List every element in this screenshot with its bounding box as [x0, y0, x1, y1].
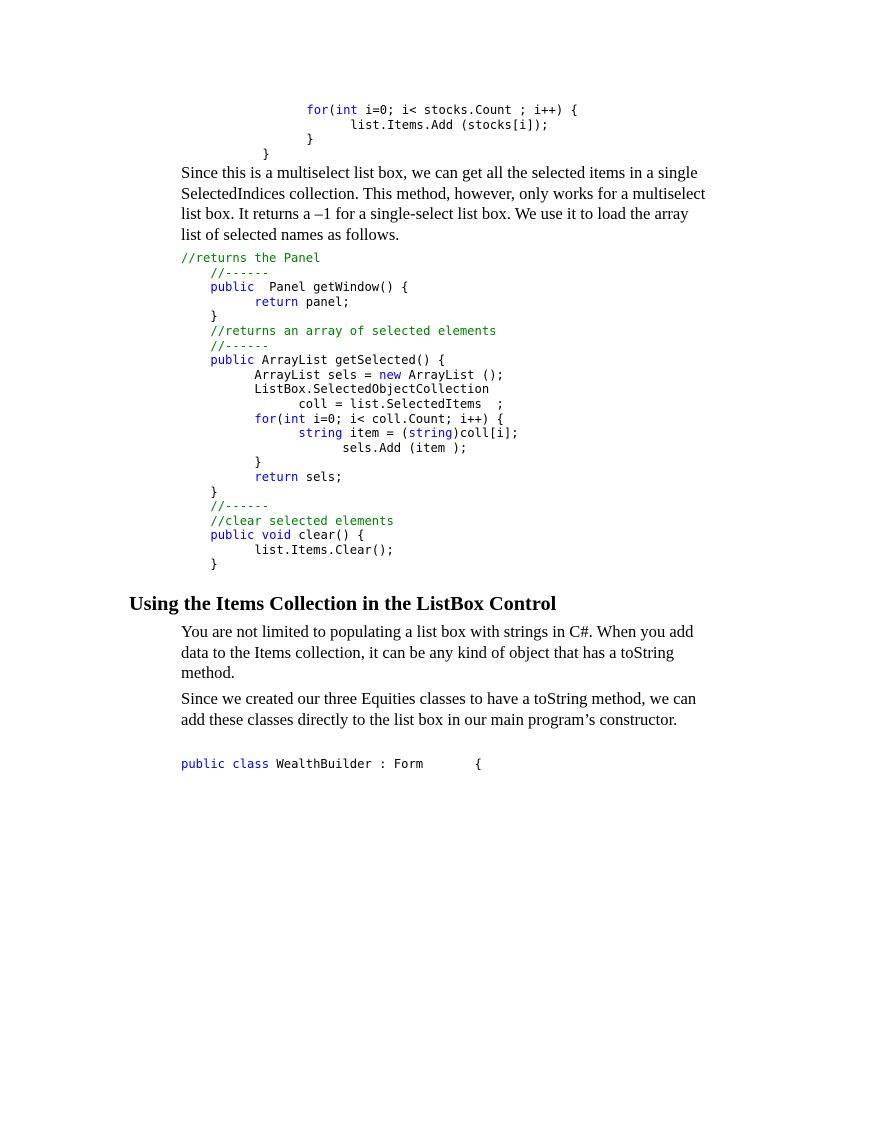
- code-block-class-declaration: public class WealthBuilder : Form {: [181, 757, 482, 772]
- code-text: [181, 499, 210, 513]
- code-text: Panel getWindow() {: [254, 280, 409, 295]
- code-line: list.Items.Clear();: [181, 543, 519, 558]
- code-text: [181, 514, 210, 528]
- code-block-for-loop: for(int i=0; i< stocks.Count ; i++) { li…: [233, 103, 578, 161]
- code-line: public Panel getWindow() {: [181, 280, 519, 295]
- code-text: }: [181, 309, 218, 324]
- code-comment: //------: [210, 499, 270, 514]
- code-text: ArrayList getSelected() {: [254, 353, 446, 368]
- code-text: (: [276, 411, 284, 426]
- paragraph-items-collection: You are not limited to populating a list…: [181, 622, 694, 683]
- code-text: }: [233, 146, 270, 161]
- code-text: }: [233, 132, 314, 147]
- code-comment: //returns an array of selected elements: [210, 323, 497, 338]
- code-keyword: for: [254, 411, 277, 426]
- code-line: }: [181, 485, 519, 500]
- code-keyword: public: [181, 757, 226, 771]
- code-line: //clear selected elements: [181, 514, 519, 529]
- code-text: [181, 339, 210, 353]
- code-keyword: public: [210, 528, 255, 543]
- code-keyword: new: [379, 367, 402, 382]
- code-line: list.Items.Add (stocks[i]);: [233, 118, 578, 133]
- code-comment: //returns the Panel: [181, 251, 321, 265]
- code-line: //returns an array of selected elements: [181, 324, 519, 339]
- paragraph-equities-classes: Since we created our three Equities clas…: [181, 689, 697, 729]
- code-line: }: [233, 147, 578, 162]
- code-text: }: [181, 484, 218, 499]
- code-text: list.Items.Clear();: [181, 542, 394, 557]
- code-line: for(int i=0; i< stocks.Count ; i++) {: [233, 103, 578, 118]
- code-text: [181, 426, 298, 440]
- code-keyword: return: [254, 294, 299, 309]
- code-text: WealthBuilder : Form {: [269, 757, 482, 771]
- code-text: ListBox.SelectedObjectCollection: [181, 382, 490, 397]
- code-keyword: return: [254, 469, 299, 484]
- code-keyword: public: [210, 353, 255, 368]
- code-text: [181, 266, 210, 280]
- code-comment: //------: [210, 338, 270, 353]
- code-line: ListBox.SelectedObjectCollection: [181, 382, 519, 397]
- code-text: [254, 528, 261, 542]
- code-line: return panel;: [181, 295, 519, 310]
- code-keyword: class: [232, 757, 270, 771]
- code-text: ArrayList sels =: [181, 367, 380, 382]
- code-keyword: int: [283, 411, 306, 426]
- code-text: sels.Add (item );: [181, 440, 468, 455]
- code-text: sels;: [298, 469, 343, 484]
- code-line: //------: [181, 339, 519, 354]
- code-text: clear() {: [291, 528, 365, 543]
- code-keyword: public: [210, 280, 255, 295]
- code-text: i=0; i< coll.Count; i++) {: [305, 411, 504, 426]
- code-text: item = (: [342, 426, 409, 441]
- code-text: [181, 412, 254, 426]
- code-text: [181, 470, 254, 484]
- code-text: panel;: [298, 294, 350, 309]
- code-keyword: for: [306, 103, 329, 117]
- code-line: string item = (string)coll[i];: [181, 426, 519, 441]
- code-line: public void clear() {: [181, 528, 519, 543]
- code-text: [181, 528, 210, 542]
- code-comment: //clear selected elements: [210, 513, 394, 528]
- code-line: return sels;: [181, 470, 519, 485]
- code-text: [233, 103, 306, 117]
- code-line: coll = list.SelectedItems ;: [181, 397, 519, 412]
- code-text: list.Items.Add (stocks[i]);: [233, 117, 549, 132]
- code-keyword: int: [335, 103, 358, 117]
- section-heading: Using the Items Collection in the ListBo…: [129, 593, 557, 615]
- code-keyword: string: [298, 426, 343, 441]
- code-comment: //------: [210, 265, 270, 280]
- code-line: //returns the Panel: [181, 251, 519, 266]
- code-keyword: void: [261, 528, 292, 543]
- code-text: coll = list.SelectedItems ;: [181, 396, 504, 411]
- code-line: sels.Add (item );: [181, 441, 519, 456]
- code-line: public ArrayList getSelected() {: [181, 353, 519, 368]
- code-block-get-selected: //returns the Panel //------ public Pane…: [181, 251, 519, 572]
- code-line: }: [233, 132, 578, 147]
- code-text: (: [328, 103, 336, 117]
- code-text: }: [181, 455, 262, 470]
- code-text: [181, 353, 210, 367]
- code-line: //------: [181, 266, 519, 281]
- code-line: }: [181, 455, 519, 470]
- code-line: }: [181, 557, 519, 572]
- code-line: public class WealthBuilder : Form {: [181, 757, 482, 772]
- code-text: [181, 280, 210, 294]
- code-line: //------: [181, 499, 519, 514]
- code-line: ArrayList sels = new ArrayList ();: [181, 368, 519, 383]
- paragraph-selected-indices: Since this is a multiselect list box, we…: [181, 163, 706, 244]
- code-text: [181, 295, 254, 309]
- code-text: ArrayList ();: [401, 367, 504, 382]
- code-text: )coll[i];: [452, 426, 519, 441]
- code-line: for(int i=0; i< coll.Count; i++) {: [181, 412, 519, 427]
- code-text: }: [181, 557, 218, 572]
- code-line: }: [181, 309, 519, 324]
- code-text: i=0; i< stocks.Count ; i++) {: [357, 103, 578, 117]
- code-text: [181, 324, 210, 338]
- code-keyword: string: [408, 426, 453, 441]
